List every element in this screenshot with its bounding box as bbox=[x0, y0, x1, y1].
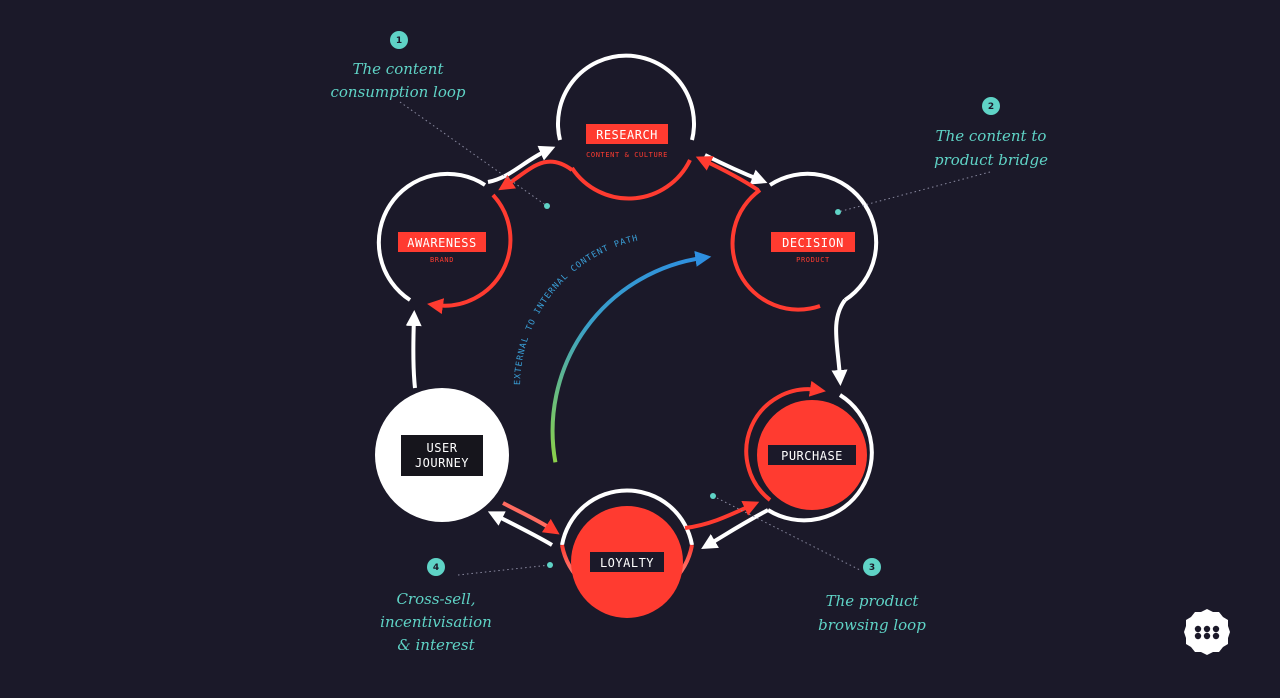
leader-dots bbox=[544, 203, 841, 568]
note-3: 3 The product browsing loop bbox=[818, 558, 926, 634]
stage-research: RESEARCH CONTENT & CULTURE bbox=[556, 53, 696, 201]
research-sublabel: CONTENT & CULTURE bbox=[586, 151, 668, 159]
note-4-line3: & interest bbox=[397, 636, 475, 654]
note-1: 1 The content consumption loop bbox=[330, 31, 466, 101]
decision-sublabel: PRODUCT bbox=[796, 256, 830, 264]
note-3-number: 3 bbox=[869, 563, 875, 573]
note-1-line1: The content bbox=[353, 60, 445, 78]
stage-user-journey: USER JOURNEY bbox=[375, 388, 509, 522]
user-journey-line1: USER bbox=[427, 441, 458, 455]
note-1-line2: consumption loop bbox=[330, 83, 465, 101]
awareness-sublabel: BRAND bbox=[430, 256, 454, 264]
stage-awareness: AWARENESS BRAND bbox=[376, 171, 513, 315]
leader-lines bbox=[399, 101, 991, 576]
note-4-line1: Cross-sell, bbox=[396, 590, 475, 608]
note-2-line2: product bridge bbox=[934, 151, 1048, 169]
note-4: 4 Cross-sell, incentivisation & interest bbox=[380, 558, 492, 654]
purchase-label: PURCHASE bbox=[781, 449, 843, 463]
user-journey-line2: JOURNEY bbox=[415, 456, 469, 470]
loyalty-label: LOYALTY bbox=[600, 556, 654, 570]
decision-label: DECISION bbox=[782, 236, 844, 250]
awareness-label: AWARENESS bbox=[407, 236, 477, 250]
note-3-line1: The product bbox=[826, 592, 920, 610]
note-1-badge bbox=[390, 31, 408, 49]
center-content-path: EXTERNAL TO INTERNAL CONTENT PATH bbox=[513, 233, 712, 463]
note-4-line2: incentivisation bbox=[380, 613, 492, 631]
note-3-line2: browsing loop bbox=[818, 616, 926, 634]
stage-loyalty: LOYALTY bbox=[560, 488, 694, 618]
note-2-badge bbox=[982, 97, 1000, 115]
connector-arrows bbox=[405, 145, 848, 550]
note-2-number: 2 bbox=[988, 102, 994, 112]
center-path-label: EXTERNAL TO INTERNAL CONTENT PATH bbox=[513, 233, 640, 385]
note-4-number: 4 bbox=[433, 563, 439, 573]
note-3-badge bbox=[863, 558, 881, 576]
research-label: RESEARCH bbox=[596, 128, 658, 142]
stage-decision: DECISION PRODUCT bbox=[730, 171, 879, 312]
stage-purchase: PURCHASE bbox=[744, 380, 874, 523]
badge-logo-icon bbox=[1184, 609, 1230, 655]
note-1-number: 1 bbox=[396, 36, 402, 46]
note-2: 2 The content to product bridge bbox=[934, 97, 1048, 169]
note-4-badge bbox=[427, 558, 445, 576]
note-2-line1: The content to bbox=[936, 127, 1047, 145]
